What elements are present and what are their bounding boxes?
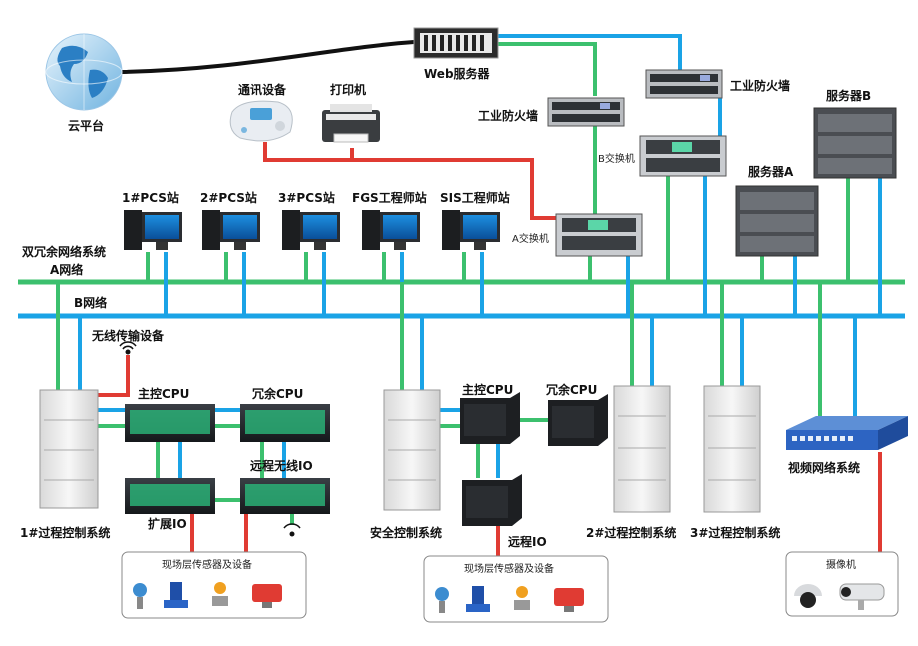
pump-icon [466, 586, 490, 612]
expand-io[interactable]: 扩展IO [125, 478, 215, 531]
proc2-label: 2#过程控制系统 [586, 525, 676, 540]
redundant-cpu-2[interactable]: 冗余CPU [546, 382, 608, 446]
valve-icon [212, 582, 228, 606]
net-a-label: A网络 [50, 262, 83, 277]
pump-icon [164, 582, 188, 608]
main-cpu-1-label: 主控CPU [138, 386, 189, 401]
antenna-icon [283, 523, 301, 537]
workstation-pcs2[interactable]: 2#PCS站 [200, 190, 260, 250]
workstation-pcs1[interactable]: 1#PCS站 [122, 190, 182, 250]
actuator-icon [252, 584, 282, 608]
dual-net-label: 双冗余网络系统 [22, 244, 106, 259]
sis-label: SIS工程师站 [440, 190, 510, 205]
field-box-1-label: 现场层传感器及设备 [162, 558, 252, 571]
firewall-left[interactable]: 工业防火墙 [478, 97, 625, 127]
workstation-sis[interactable]: SIS工程师站 [440, 190, 510, 250]
camera-label: 摄像机 [826, 558, 856, 571]
web-server[interactable]: Web服务器 [413, 27, 499, 81]
firewall-right[interactable]: 工业防火墙 [645, 69, 790, 99]
field-box-2[interactable]: 现场层传感器及设备 [423, 555, 609, 623]
internet-cable [119, 40, 415, 74]
camera-box[interactable]: 摄像机 [785, 551, 899, 617]
switch-b[interactable]: B交换机 [598, 135, 727, 177]
cloud-platform[interactable]: 云平台 [45, 33, 123, 133]
cables [18, 34, 905, 556]
dome-camera-icon [794, 584, 822, 608]
server-b-label: 服务器B [826, 88, 871, 103]
web-server-label: Web服务器 [424, 66, 491, 81]
cabinet-proc3[interactable]: 3#过程控制系统 [690, 385, 780, 540]
redundant-cpu-1[interactable]: 冗余CPU [240, 386, 330, 442]
pcs3-label: 3#PCS站 [278, 190, 335, 205]
video-network-switch[interactable]: 视频网络系统 [786, 416, 908, 475]
main-cpu-2[interactable]: 主控CPU [460, 382, 520, 444]
switch-a[interactable]: A交换机 [512, 213, 643, 257]
net-b-label: B网络 [74, 295, 107, 310]
firewall-left-label: 工业防火墙 [478, 108, 538, 123]
redundant-cpu-2-label: 冗余CPU [546, 382, 597, 397]
wireless-device[interactable]: 无线传输设备 [91, 328, 165, 355]
pressure-sensor-icon [133, 583, 147, 609]
web-to-server-b-cable [498, 34, 682, 84]
valve-icon [514, 586, 530, 610]
remote-wireless-io[interactable]: 远程无线IO [240, 458, 330, 537]
cloud-label: 云平台 [68, 118, 104, 133]
main-cpu-1[interactable]: 主控CPU [125, 386, 215, 442]
remote-io[interactable]: 远程IO [462, 474, 547, 549]
redundant-cpu-1-label: 冗余CPU [252, 386, 303, 401]
comm-device-label: 通讯设备 [238, 82, 287, 97]
cabinet-proc1[interactable]: 1#过程控制系统 [20, 389, 110, 540]
printer-cable [263, 142, 558, 220]
server-b[interactable]: 服务器B [813, 88, 897, 179]
server-a[interactable]: 服务器A [735, 164, 819, 257]
pcs2-label: 2#PCS站 [200, 190, 257, 205]
web-to-b-switch-cable [498, 42, 597, 96]
printer[interactable]: 打印机 [322, 82, 380, 143]
proc3-label: 3#过程控制系统 [690, 525, 780, 540]
pressure-sensor-icon [435, 587, 449, 613]
pcs1-label: 1#PCS站 [122, 190, 179, 205]
remote-wireless-io-label: 远程无线IO [250, 458, 313, 473]
bullet-camera-icon [839, 583, 885, 610]
workstation-fgs[interactable]: FGS工程师站 [352, 190, 427, 250]
switch-a-label: A交换机 [512, 232, 549, 245]
safety-label: 安全控制系统 [370, 525, 442, 540]
firewall-right-label: 工业防火墙 [730, 78, 790, 93]
printer-label: 打印机 [330, 82, 366, 97]
cabinet-proc2[interactable]: 2#过程控制系统 [586, 385, 676, 540]
workstation-pcs3[interactable]: 3#PCS站 [278, 190, 340, 250]
proc1-label: 1#过程控制系统 [20, 525, 110, 540]
main-cpu-2-label: 主控CPU [462, 382, 513, 397]
fgs-label: FGS工程师站 [352, 190, 427, 205]
field-box-1[interactable]: 现场层传感器及设备 [121, 551, 307, 619]
actuator-icon [554, 588, 584, 612]
switch-b-label: B交换机 [598, 152, 635, 165]
cabinet-safety[interactable]: 安全控制系统 [370, 389, 442, 540]
antenna-icon [119, 341, 137, 355]
video-net-label: 视频网络系统 [788, 460, 860, 475]
expand-io-label: 扩展IO [148, 516, 187, 531]
comm-device[interactable]: 通讯设备 [229, 82, 293, 142]
remote-io-label: 远程IO [508, 534, 547, 549]
server-a-label: 服务器A [748, 164, 794, 179]
wireless-label: 无线传输设备 [91, 328, 165, 343]
field-box-2-label: 现场层传感器及设备 [464, 562, 554, 575]
